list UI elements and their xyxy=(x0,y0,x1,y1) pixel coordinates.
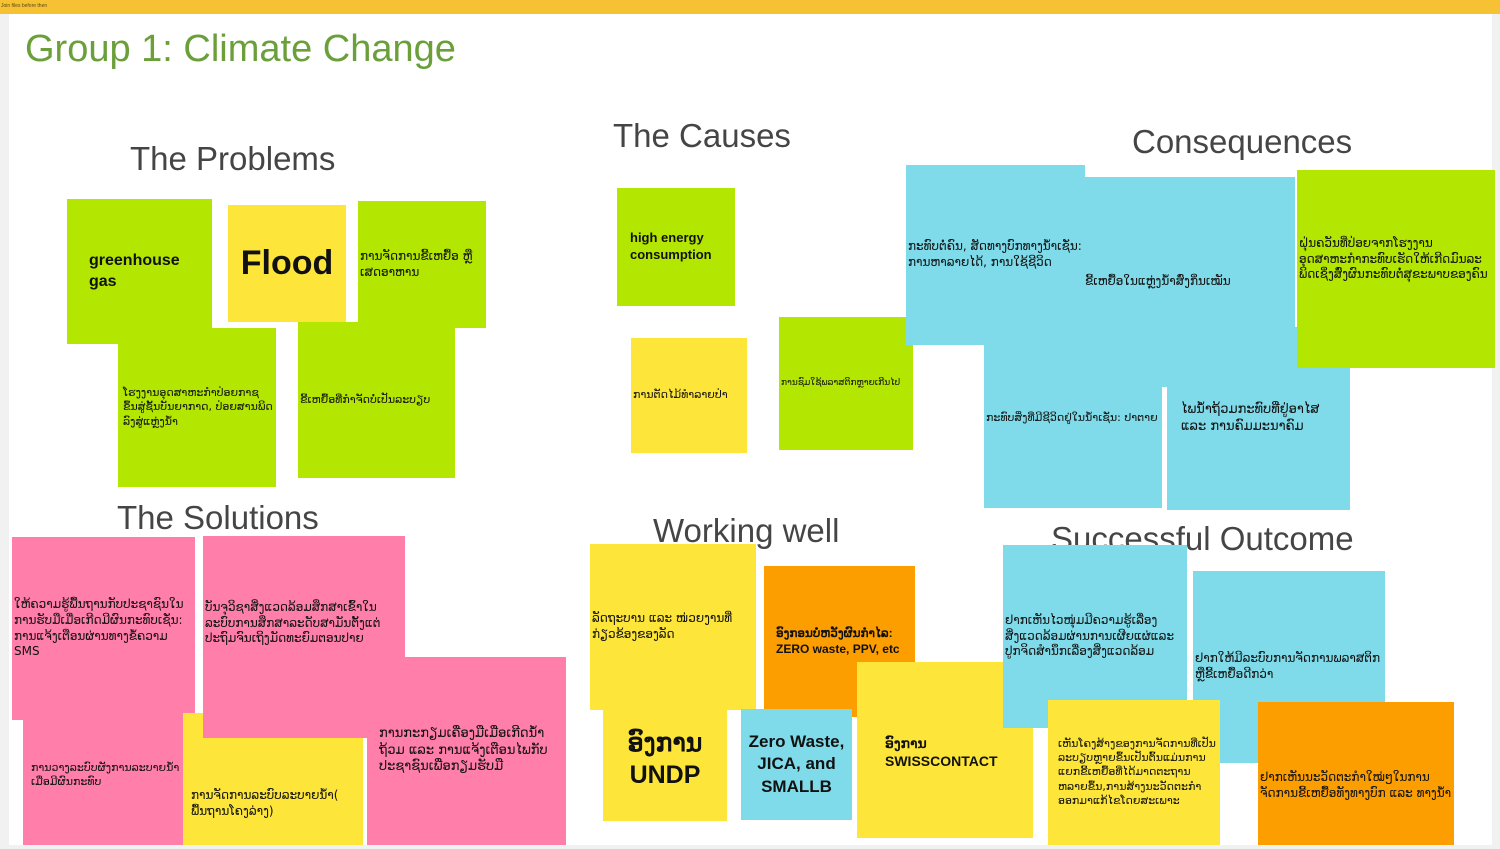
sticky-note[interactable]: ຢາກເຫັນໄວໜຸ່ມມີຄວາມຮູ້ເລື່ອງສິ່ງແວດລ້ອມຜ… xyxy=(1003,545,1187,728)
sticky-note[interactable]: ລັດຖະບານ ແລະ ໜ່ວຍງານທີ່ກ່ຽວຂ້ອງຂອງລັດ xyxy=(590,544,756,710)
sticky-note[interactable]: ຢາກເຫັນນະວັດຕະກຳໃໝ່ໆໃນການຈັດການຂີ້ເຫຍື້ອ… xyxy=(1258,702,1454,845)
heading-causes: The Causes xyxy=(613,117,791,154)
sticky-note[interactable]: ກະທົບຕໍ່ຄົນ, ສັດທາງບົກທາງນ້ຳເຊັ່ນ: ການຫາ… xyxy=(906,165,1085,345)
sticky-note[interactable]: ຂີ້ເຫຍື້ອໃນແຫຼ່ງນ້ຳສົ່ງກິ່ນເໝັນ xyxy=(1083,177,1295,387)
sticky-note[interactable]: high energy consumption xyxy=(617,188,735,306)
sticky-note[interactable]: ການຊົມໃຊ້ພລາສຕິກຫຼາຍເກີນໄປ xyxy=(779,317,913,450)
sticky-note[interactable]: ການຕັດໄມ້ທຳລາຍປ່າ xyxy=(631,338,747,453)
sticky-note[interactable]: ໃຫ້ຄວາມຮູ້ພື້ນຖານກັບປະຊາຊົນໃນການຮັບມືເມື… xyxy=(12,537,195,720)
heading-solutions: The Solutions xyxy=(117,499,319,536)
sticky-note[interactable]: greenhouse gas xyxy=(67,199,212,344)
heading-problems: The Problems xyxy=(130,140,336,177)
sticky-note[interactable]: ການວາງລະບົບຜັງການລະບາຍນ້ຳເມື່ອມີຜົນກະທົບ xyxy=(23,705,183,845)
sticky-note[interactable]: Zero Waste, JICA, and SMALLB xyxy=(741,709,852,820)
sticky-note[interactable]: ໂຮງງານອຸດສາຫະກຳປ່ອຍກາຊ ຂຶ້ນສູ່ຊັ້ນບັນຍາກ… xyxy=(118,328,276,487)
notification-banner: Join files before then xyxy=(0,0,1500,14)
sticky-note[interactable]: ບັນຈຸວິຊາສິ່ງແວດລ້ອມສຶກສາເຂົ້າໃນລະບົບການ… xyxy=(203,536,405,738)
sticky-note[interactable]: ການກະກຽມເຄື່ອງມືເມື່ອເກີດນ້ຳຖ້ວມ ແລະ ການ… xyxy=(367,657,566,845)
heading-consequences: Consequences xyxy=(1132,123,1353,160)
sticky-note[interactable]: ຂີ້ເຫຍື້ອທີ່ກຳຈັດບໍ່ເປັນລະບຽບ xyxy=(298,322,455,478)
board-title: Group 1: Climate Change xyxy=(25,28,456,70)
sticky-note[interactable]: ອົງການ UNDP xyxy=(603,697,727,821)
sticky-note[interactable]: ເຫັນໂຄງສ້າງຂອງການຈັດການທີ່ເປັນລະບຽບຫຼາຍຂ… xyxy=(1048,700,1220,845)
heading-working-well: Working well xyxy=(653,512,840,549)
banner-text: Join files before then xyxy=(1,3,48,9)
sticky-note[interactable]: ຝຸ່ນຄວັນທີ່ປ່ອຍຈາກໂຮງງານອຸດສາຫະກຳກະທົບເຮ… xyxy=(1297,170,1495,368)
sticky-note[interactable]: ການຈັດການຂີ້ເຫຍື້ອ ຫຼື ເສດອາຫານ xyxy=(358,201,486,328)
sticky-note[interactable]: Flood xyxy=(228,205,346,322)
